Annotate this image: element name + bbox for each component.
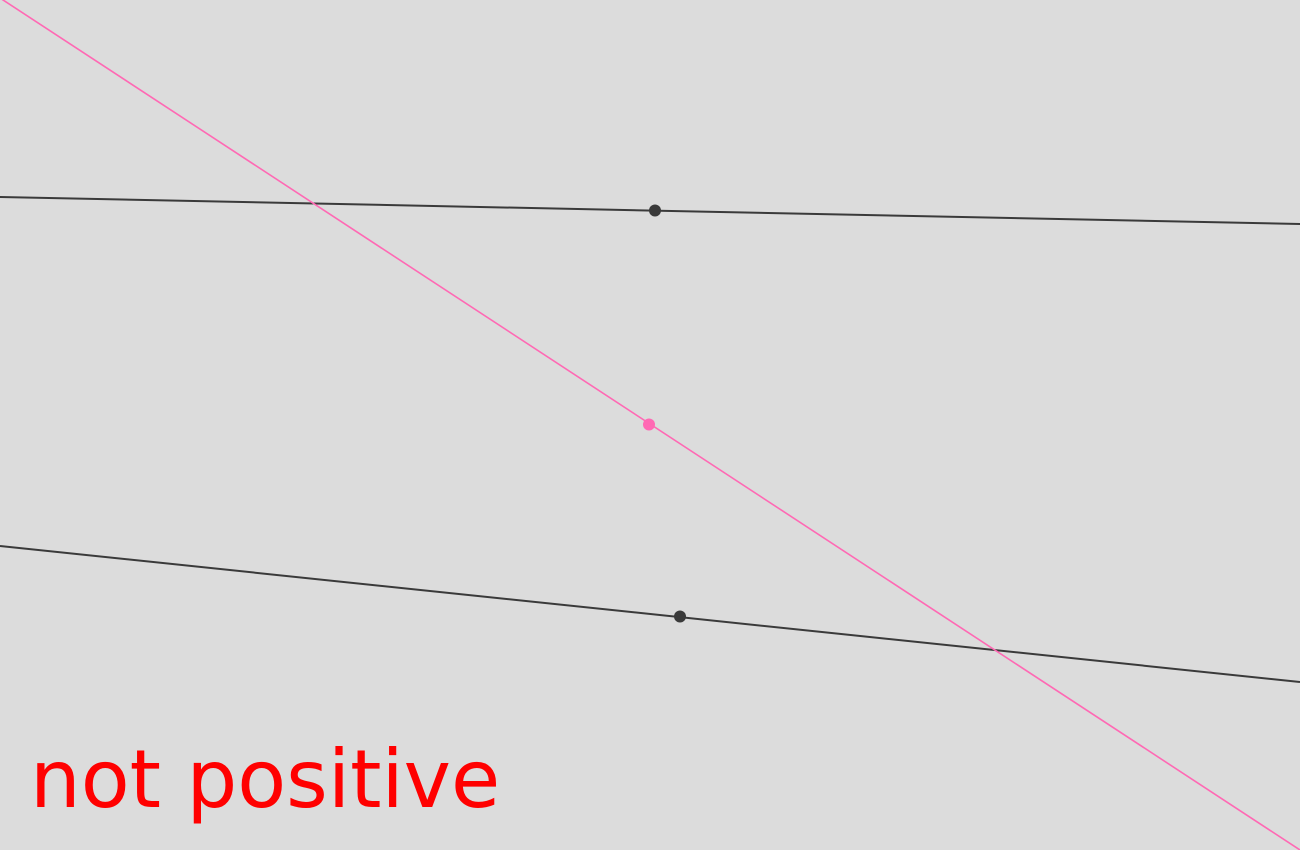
- lower-line: [0, 545, 1300, 683]
- lower-line-point[interactable]: [674, 610, 686, 623]
- upper-line-point[interactable]: [649, 204, 661, 217]
- transversal-point[interactable]: [643, 418, 655, 431]
- status-label: not positive: [30, 733, 501, 826]
